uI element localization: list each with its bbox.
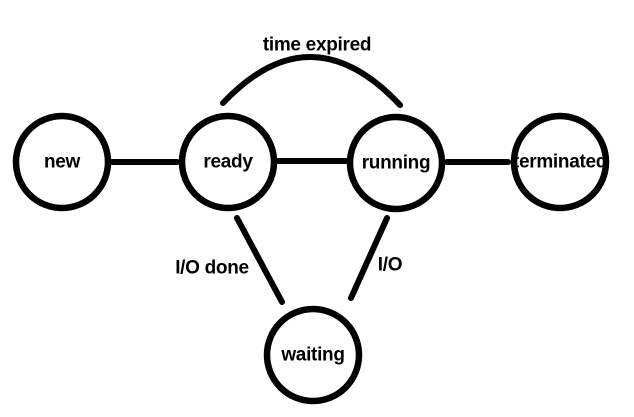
transition-edge-waiting-to-ready-io-done: [234, 215, 285, 305]
transition-edge-running-to-waiting-io: [348, 215, 390, 301]
state-circle-waiting: [263, 305, 363, 405]
state-circle-ready: [178, 112, 278, 212]
state-circle-new: [12, 112, 112, 212]
state-circle-terminated: [510, 112, 610, 212]
state-circle-running: [346, 113, 446, 213]
transition-edge-running-to-ready-time-expired: [220, 54, 403, 108]
